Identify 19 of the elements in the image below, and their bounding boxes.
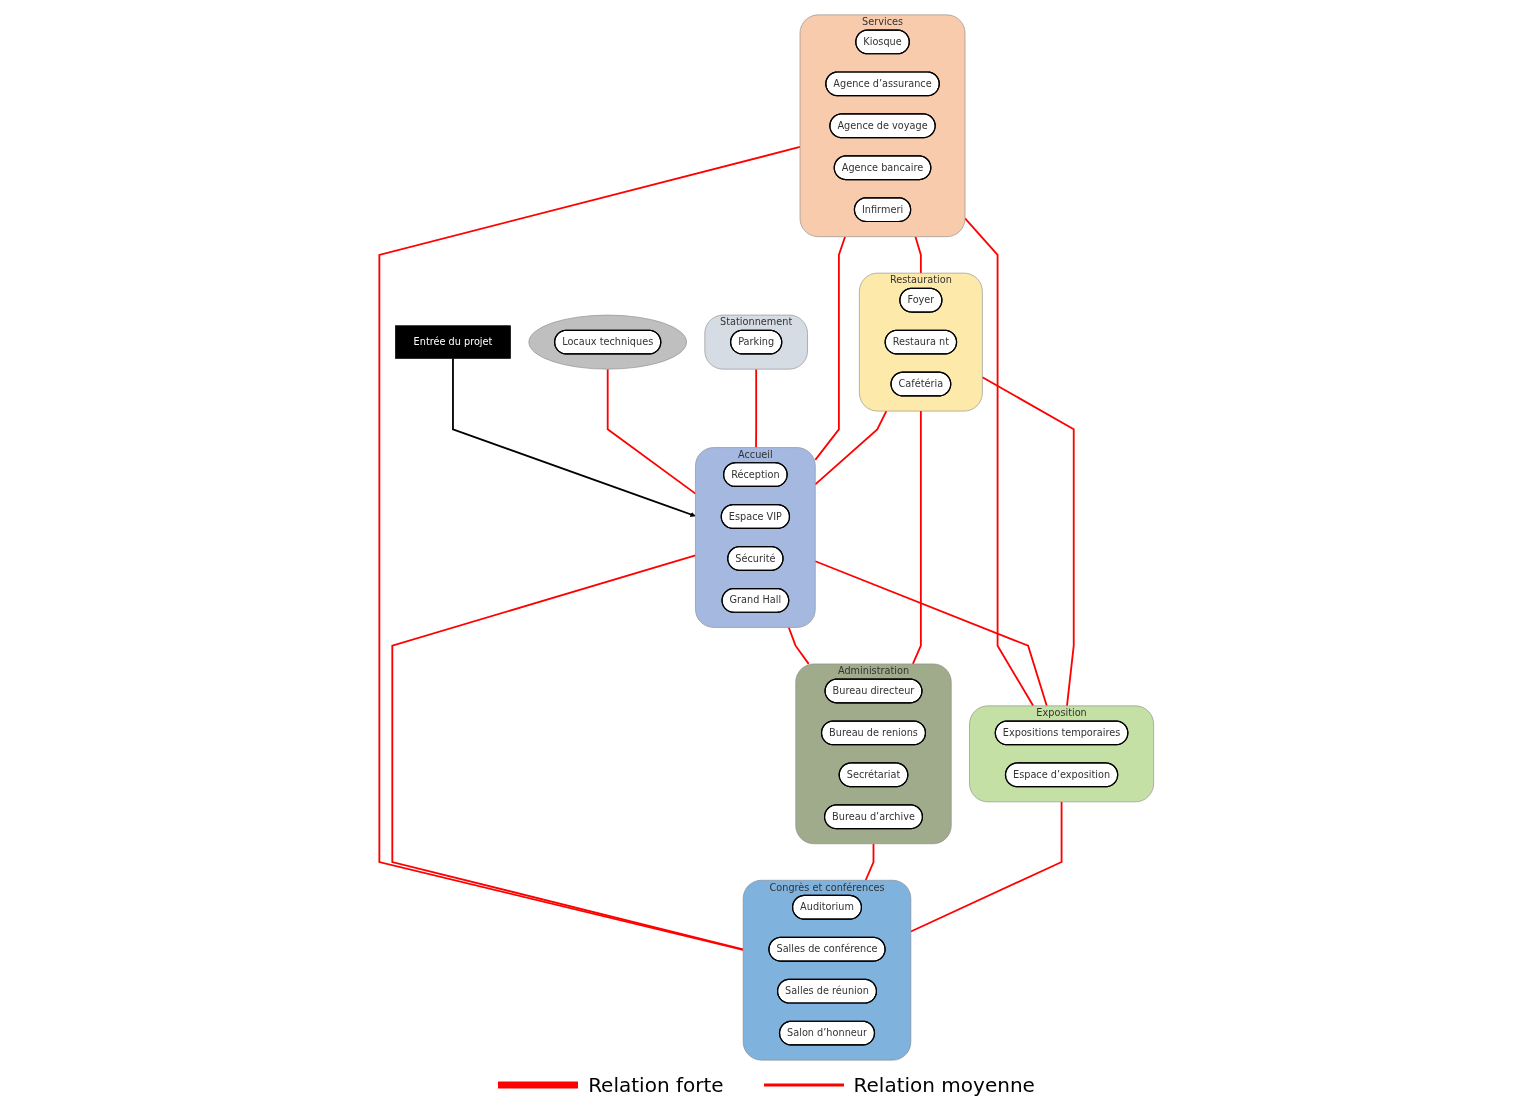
connector <box>981 376 1075 707</box>
connector <box>909 800 1063 933</box>
legend-label: Relation forte <box>588 1073 724 1097</box>
connector <box>814 235 846 461</box>
arrow <box>452 357 696 517</box>
connector <box>787 626 810 665</box>
connector <box>755 368 758 449</box>
connector <box>912 410 922 665</box>
legend-label: Relation moyenne <box>853 1073 1035 1097</box>
connector <box>864 842 875 882</box>
connector <box>914 235 922 275</box>
connector <box>391 554 745 951</box>
connector <box>964 217 1035 707</box>
connector <box>814 560 1048 707</box>
connector <box>378 146 801 951</box>
node-box: Entrée du projet <box>395 325 511 359</box>
connector <box>606 368 697 495</box>
cluster <box>528 314 687 370</box>
connector <box>814 410 888 486</box>
